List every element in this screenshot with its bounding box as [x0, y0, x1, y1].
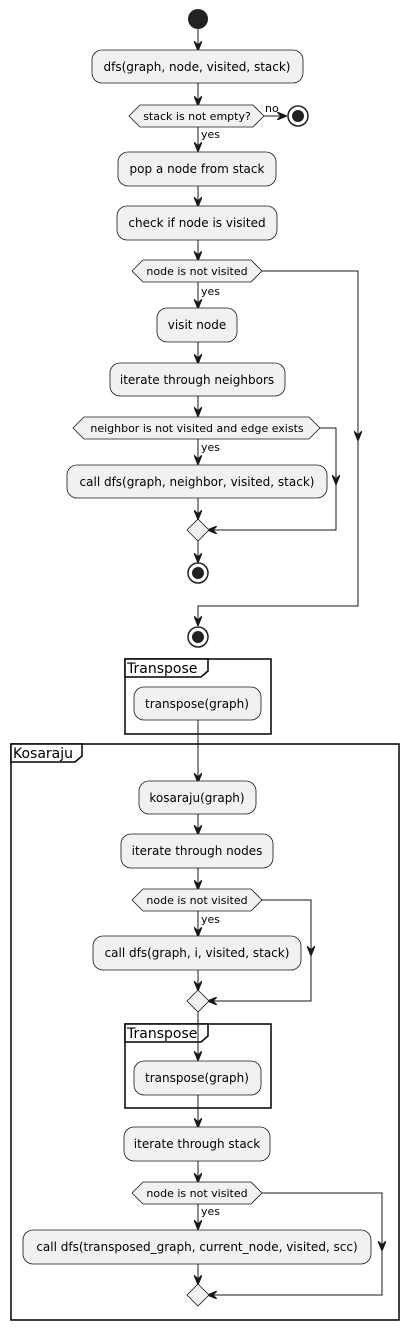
activity-check-visited-label: check if node is visited — [128, 216, 265, 230]
merge-node-check — [186, 989, 210, 1013]
edge-label-yes-neighbor: yes — [201, 441, 220, 454]
stop-node-inner — [187, 562, 209, 584]
activity-iterate-stack-label: iterate through stack — [134, 1137, 260, 1151]
decision-neighbor-condition: neighbor is not visited and edge exists — [72, 416, 321, 440]
edge-else-to-stop — [198, 440, 359, 625]
decision-node-not-visited-3: node is not visited — [131, 1181, 263, 1205]
decision-stack-not-empty-label: stack is not empty? — [143, 110, 251, 123]
activity-visit-node: visit node — [156, 307, 238, 343]
decision-stack-not-empty: stack is not empty? — [128, 104, 265, 128]
edge-label-yes-visited-2: yes — [201, 913, 220, 926]
stop-node-no — [287, 105, 309, 127]
activity-iterate-nodes-label: iterate through nodes — [132, 844, 263, 858]
activity-pop-node-label: pop a node from stack — [130, 162, 265, 176]
activity-dfs-call-label: dfs(graph, node, visited, stack) — [103, 60, 290, 74]
frame-transpose-inner-label: Transpose — [126, 1026, 197, 1042]
edge-label-yes-stack: yes — [201, 128, 220, 141]
activity-transpose-1: transpose(graph) — [133, 686, 262, 721]
activity-call-dfs-transposed-label: call dfs(transposed_graph, current_node,… — [36, 1240, 357, 1254]
activity-call-dfs-neighbor-label: call dfs(graph, neighbor, visited, stack… — [80, 475, 315, 489]
edges — [198, 29, 382, 1295]
frame-kosaraju: Kosaraju — [10, 743, 400, 1321]
edge-node-visited-else — [262, 270, 358, 440]
activity-visit-node-label: visit node — [168, 318, 227, 332]
frame-transpose-outer-label: Transpose — [126, 661, 197, 677]
edge-label-yes-visited-3: yes — [201, 1205, 220, 1218]
edge-node-check-else — [262, 899, 311, 955]
decision-node-not-visited-2: node is not visited — [131, 888, 263, 912]
edge-stack-check-merge — [208, 1250, 383, 1295]
activity-check-visited: check if node is visited — [116, 205, 278, 241]
activity-call-dfs-i-label: call dfs(graph, i, visited, stack) — [105, 946, 290, 960]
decision-neighbor-condition-label: neighbor is not visited and edge exists — [90, 422, 304, 435]
merge-stack-check — [186, 1283, 210, 1307]
edge-stack-check-else — [262, 1192, 382, 1250]
activity-transpose-2: transpose(graph) — [133, 1060, 262, 1096]
activity-kosaraju-call-label: kosaraju(graph) — [149, 791, 244, 805]
merge-neighbor — [186, 518, 210, 542]
activity-kosaraju-call: kosaraju(graph) — [138, 780, 257, 815]
start-node — [188, 9, 208, 29]
frame-kosaraju-label: Kosaraju — [13, 746, 73, 762]
activity-iterate-neighbors: iterate through neighbors — [109, 362, 286, 397]
activity-call-dfs-i: call dfs(graph, i, visited, stack) — [92, 935, 302, 971]
edge-neighbor-else — [320, 427, 336, 484]
activity-call-dfs-neighbor: call dfs(graph, neighbor, visited, stack… — [66, 464, 328, 499]
edge-label-yes-visited-1: yes — [201, 285, 220, 298]
decision-node-not-visited-2-label: node is not visited — [146, 894, 247, 907]
edge-node-check-merge — [208, 955, 312, 1001]
activity-transpose-1-label: transpose(graph) — [145, 697, 249, 711]
activity-iterate-neighbors-label: iterate through neighbors — [120, 373, 274, 387]
activity-call-dfs-transposed: call dfs(transposed_graph, current_node,… — [22, 1229, 372, 1265]
edge-neighbor-merge — [208, 484, 337, 530]
activity-iterate-nodes: iterate through nodes — [120, 833, 274, 869]
activity-pop-node: pop a node from stack — [117, 151, 277, 187]
decision-node-not-visited-3-label: node is not visited — [146, 1187, 247, 1200]
decision-node-not-visited-1-label: node is not visited — [146, 265, 247, 278]
edge-label-no: no — [265, 102, 279, 115]
activity-iterate-stack: iterate through stack — [123, 1126, 271, 1162]
activity-transpose-2-label: transpose(graph) — [145, 1071, 249, 1085]
stop-node-outer — [187, 626, 209, 648]
activity-dfs-call: dfs(graph, node, visited, stack) — [91, 49, 304, 84]
decision-node-not-visited-1: node is not visited — [131, 259, 263, 283]
